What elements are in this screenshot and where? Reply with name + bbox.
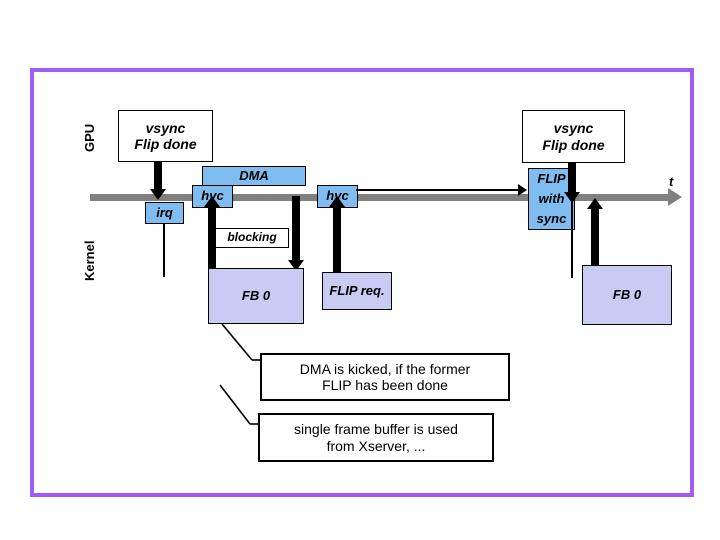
callout-single-framebuffer: single frame buffer is used from Xserver…	[258, 413, 494, 462]
label-flip-req: FLIP req.	[322, 272, 392, 310]
vsync-right-line1: vsync	[553, 120, 594, 137]
callout-1-line1: DMA is kicked, if the former	[299, 360, 471, 377]
event-irq: irq	[145, 202, 184, 224]
vsync-right-lifeline	[571, 200, 573, 278]
flip-sync-line2: with	[538, 190, 565, 206]
time-axis-bar	[90, 194, 668, 201]
callout-2-line1: single frame buffer is used	[294, 421, 458, 438]
time-axis-arrowhead	[668, 188, 682, 206]
callout-dma-kicked: DMA is kicked, if the former FLIP has be…	[260, 353, 510, 401]
event-vsync-flip-done-left: vsync Flip done	[118, 110, 213, 162]
vsync-right-line2: Flip done	[542, 136, 605, 153]
flip-sync-line3: sync	[536, 210, 567, 226]
event-flip-with-sync: FLIP with sync	[528, 168, 575, 230]
arrow-fb0-right-up	[587, 198, 603, 270]
arrowhead-hvc2-to-flipsync	[518, 184, 530, 196]
vsync-left-line2: Flip done	[134, 136, 197, 152]
callout-1-line2: FLIP has been done	[322, 377, 448, 393]
time-axis-label: t	[669, 174, 674, 189]
buffer-fb0-left: FB 0	[208, 268, 304, 324]
arrow-dma-to-fb0	[288, 196, 304, 272]
label-blocking: blocking	[215, 228, 289, 248]
arrow-fb0-to-hvc1	[204, 196, 220, 272]
vsync-left-line1: vsync	[145, 119, 186, 136]
lane-label-kernel: Kernel	[82, 240, 97, 281]
irq-lifeline	[163, 224, 165, 277]
event-vsync-flip-done-right: vsync Flip done	[522, 110, 625, 163]
line-hvc2-to-flipsync	[356, 189, 522, 191]
callout-2-line2: from Xserver, ...	[326, 437, 426, 454]
arrow-vsync-to-irq	[150, 162, 166, 200]
buffer-fb0-right: FB 0	[582, 265, 672, 325]
arrow-flipreq-to-hvc2	[329, 196, 345, 274]
event-dma: DMA	[202, 166, 306, 186]
arrow-vsync-right-down	[564, 163, 580, 203]
lane-label-gpu: GPU	[82, 123, 97, 152]
flip-sync-line1: FLIP	[537, 170, 566, 186]
